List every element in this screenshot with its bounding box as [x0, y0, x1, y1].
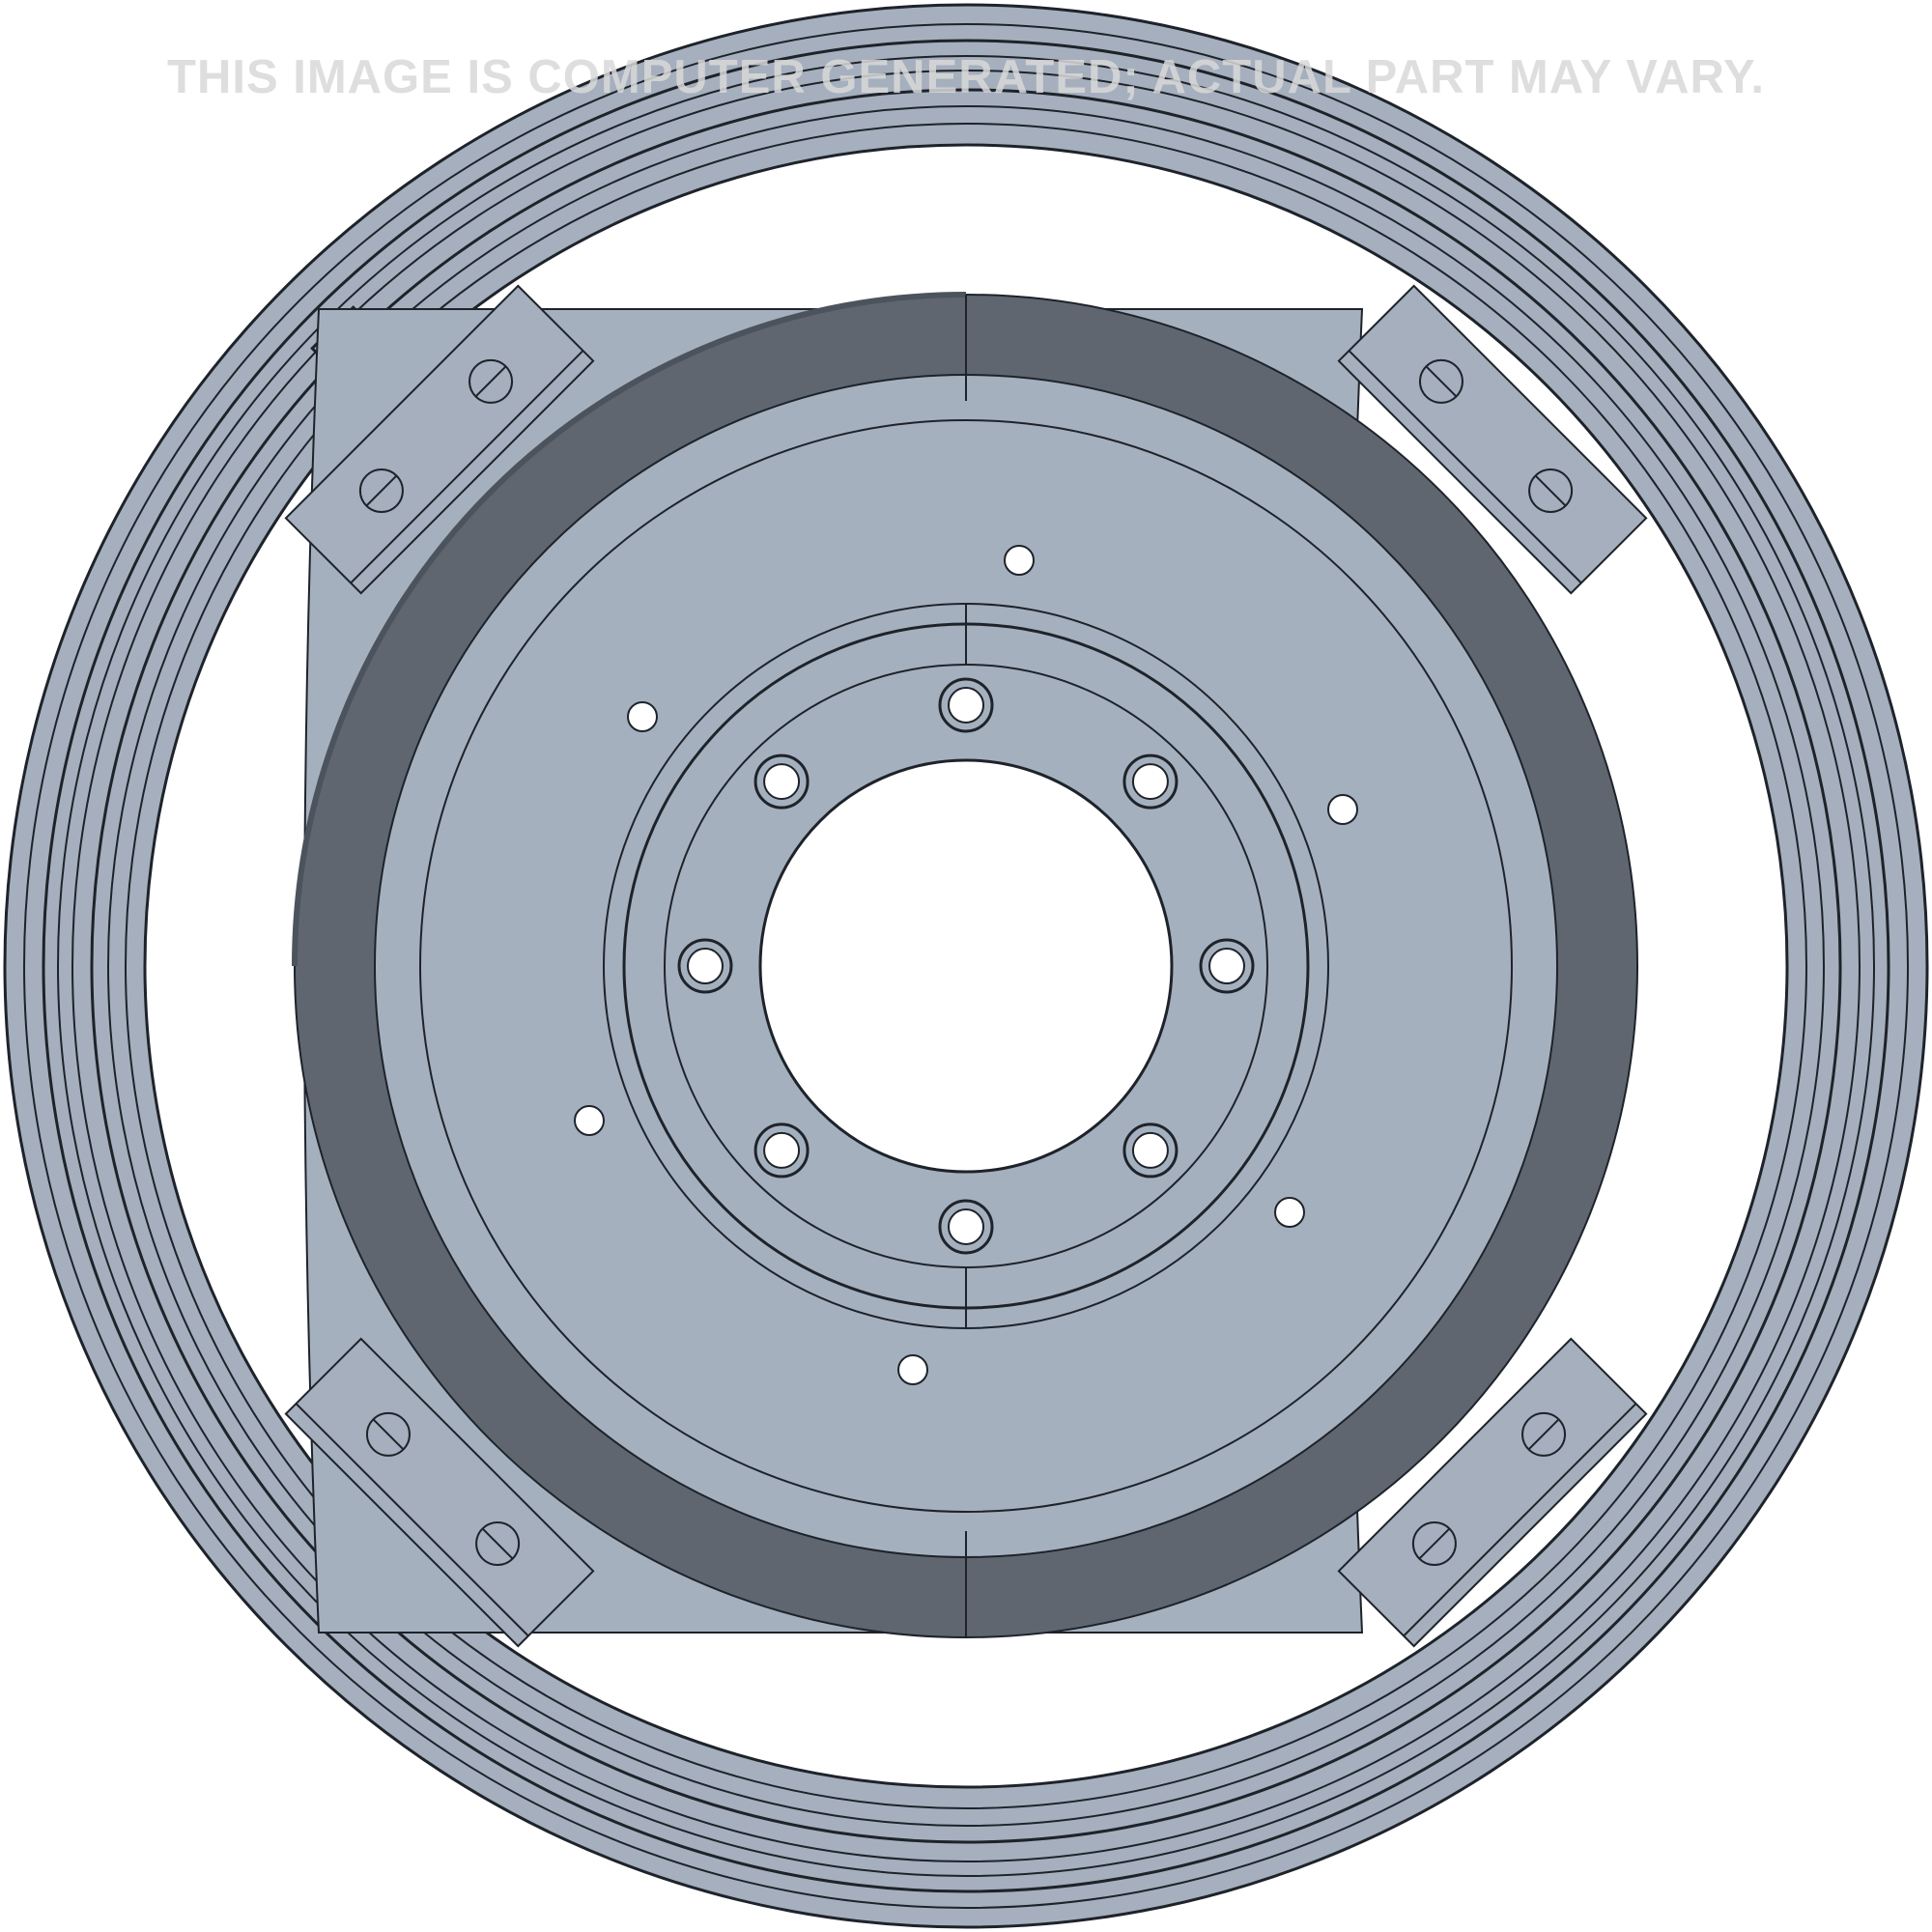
small-hole	[1327, 794, 1358, 825]
small-hole	[1274, 1197, 1305, 1228]
center-disc	[292, 292, 1638, 1638]
small-hole	[1004, 545, 1035, 576]
small-hole	[627, 701, 658, 732]
center-bore	[758, 758, 1174, 1174]
bracket-pad	[1337, 284, 1648, 595]
bracket-pads	[284, 284, 1648, 1648]
bracket-pad	[284, 1337, 595, 1648]
small-holes	[574, 545, 1358, 1385]
small-hole	[897, 1354, 928, 1385]
lug-bolt-holes	[677, 677, 1255, 1255]
small-hole	[574, 1105, 605, 1136]
bracket-pad	[1337, 1337, 1648, 1648]
disclaimer-watermark: THIS IMAGE IS COMPUTER GENERATED; ACTUAL…	[167, 51, 1765, 103]
bracket-pad	[284, 284, 595, 595]
